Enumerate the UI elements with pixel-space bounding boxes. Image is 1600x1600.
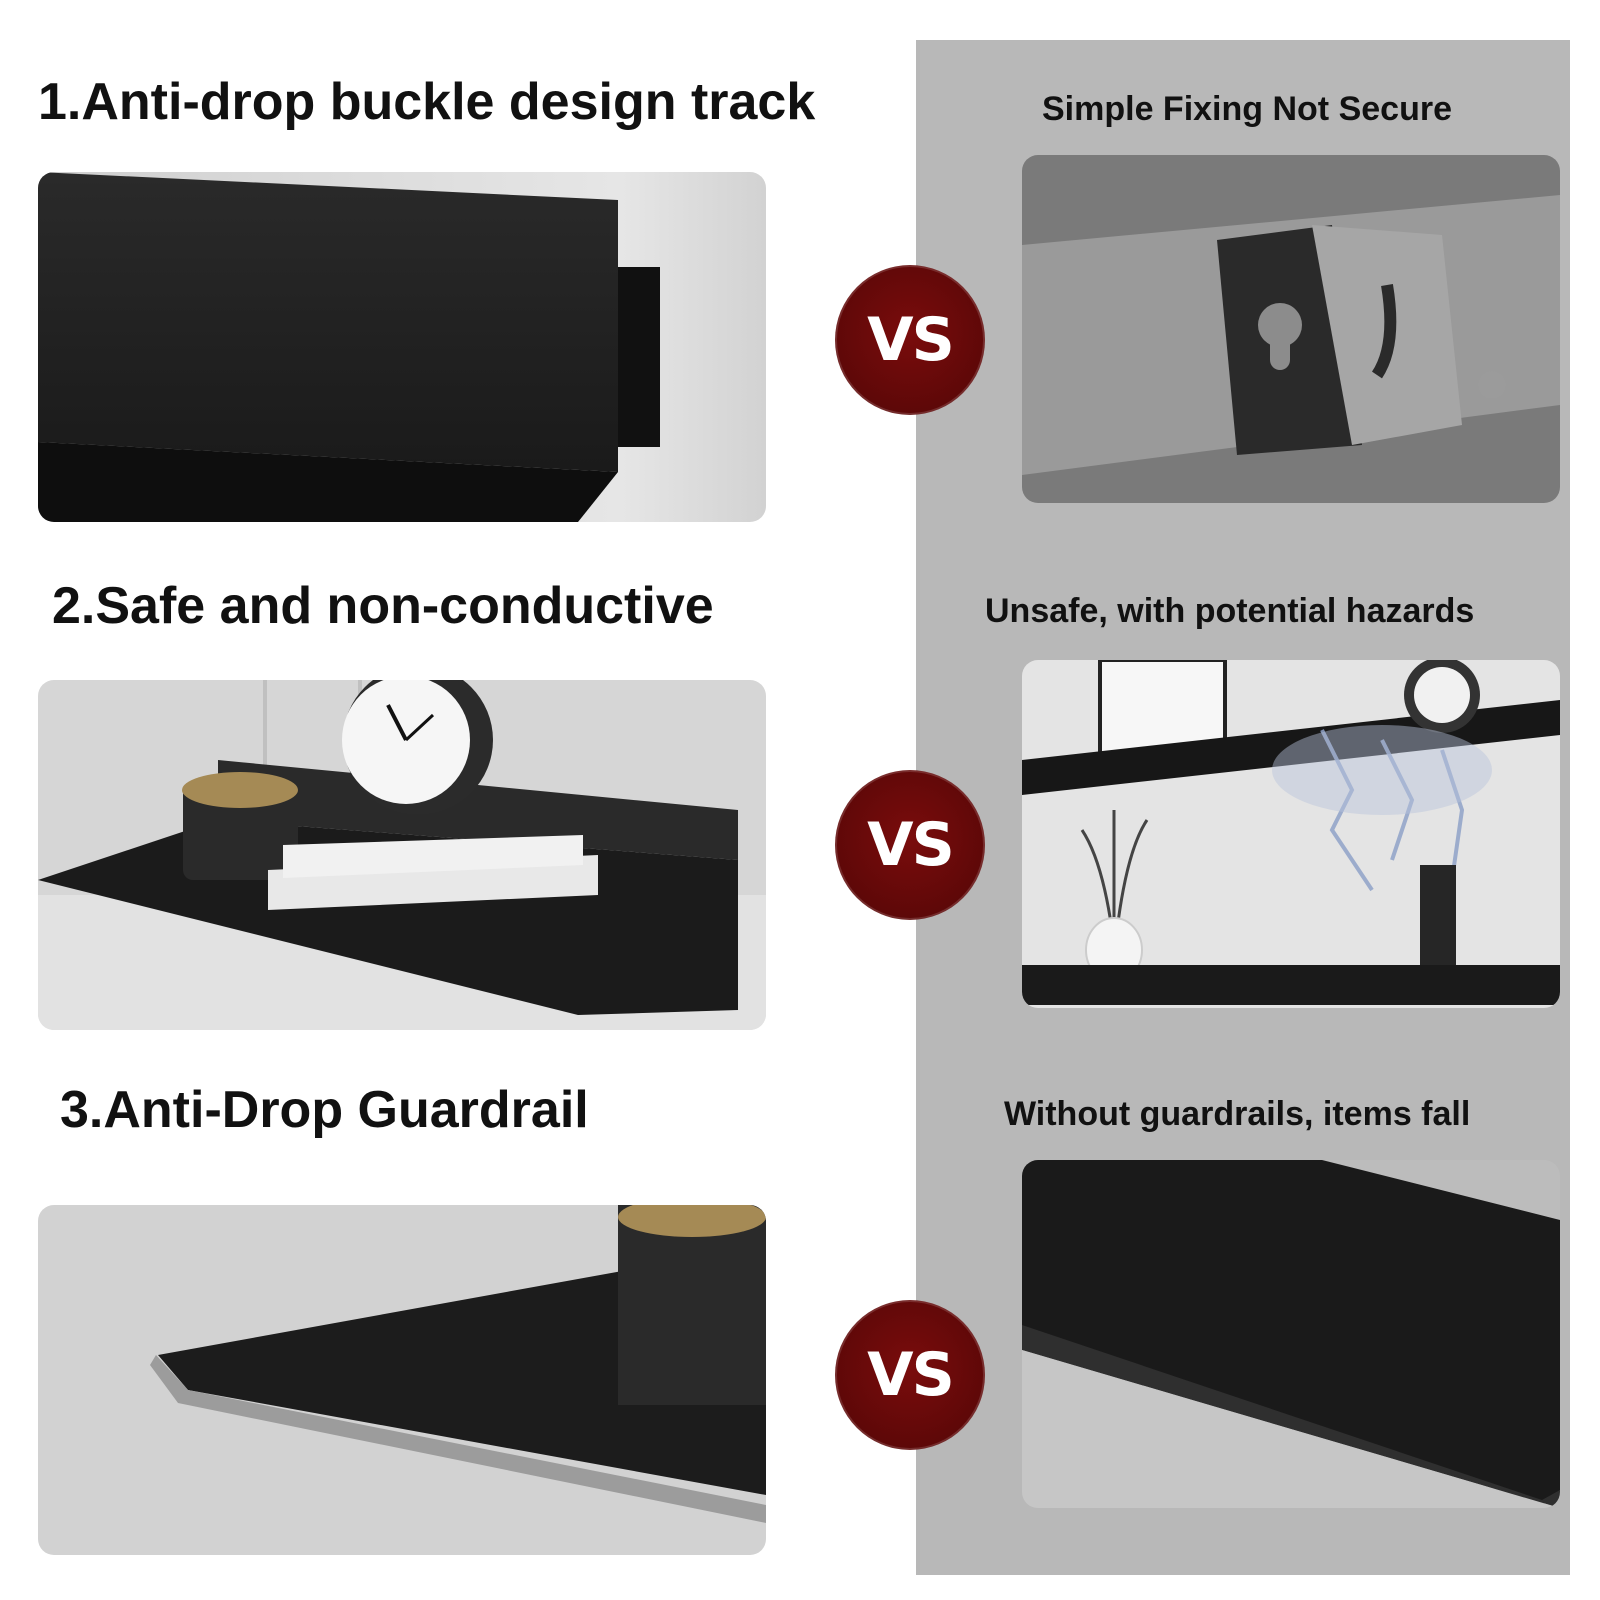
vs-badge: VS [835, 265, 985, 415]
photo-electric-hazard-shelf [1022, 660, 1560, 1008]
comparison-title-unsafe-hazards: Unsafe, with potential hazards [985, 592, 1475, 630]
feature-title-anti-drop-guardrail: 3.Anti-Drop Guardrail [60, 1081, 589, 1139]
photo-guardrail-shelf [38, 1205, 766, 1555]
comparison-title-simple-fixing: Simple Fixing Not Secure [1042, 90, 1452, 128]
photo-simple-fixing [1022, 155, 1560, 503]
comparison-title-without-guardrails: Without guardrails, items fall [1004, 1095, 1471, 1133]
photo-buckle-track [38, 172, 766, 522]
feature-title-anti-drop-buckle: 1.Anti-drop buckle design track [38, 73, 816, 131]
vs-badge: VS [835, 770, 985, 920]
photo-shelf-without-guardrail [1022, 1160, 1560, 1508]
vs-badge: VS [835, 1300, 985, 1450]
photo-shelf-with-clock [38, 680, 766, 1030]
feature-title-safe-non-conductive: 2.Safe and non-conductive [52, 577, 714, 635]
